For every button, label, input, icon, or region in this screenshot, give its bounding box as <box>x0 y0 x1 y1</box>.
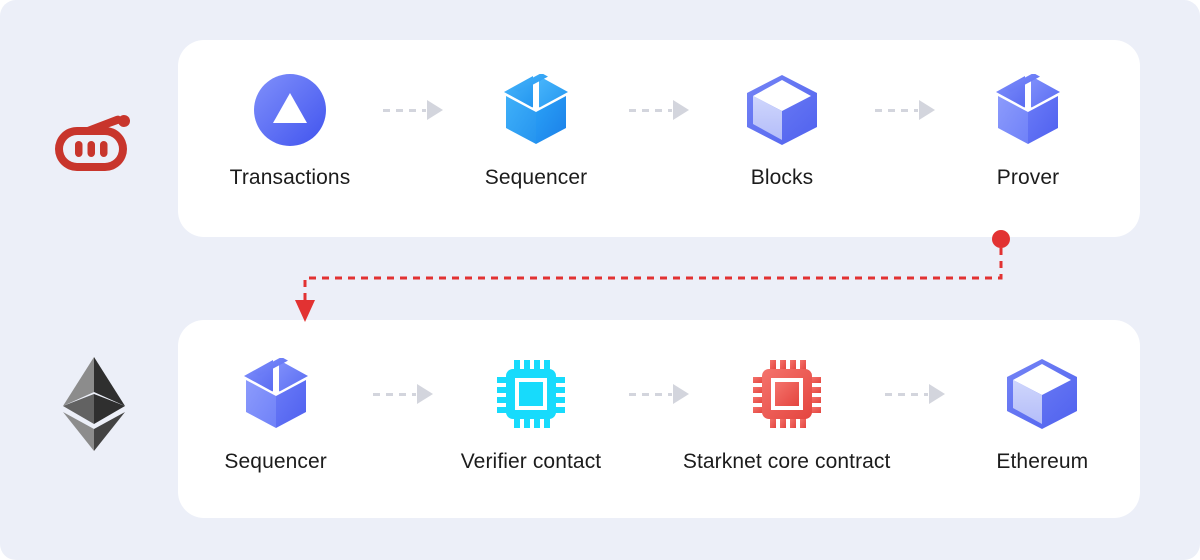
node-verifier-contact[interactable]: Verifier contact <box>433 356 628 474</box>
arrow-blocks-to-prover <box>875 72 935 148</box>
route-arrowhead-icon <box>295 300 315 322</box>
node-label: Verifier contact <box>460 450 602 473</box>
arrowhead-icon <box>673 100 689 120</box>
blue-box-icon <box>498 72 574 148</box>
arrowhead-icon <box>919 100 935 120</box>
arrow-verifier-to-core-contract <box>628 356 689 432</box>
purple-box-icon <box>990 72 1066 148</box>
node-label: Starknet core contract <box>682 450 891 473</box>
node-blocks[interactable]: Blocks <box>689 72 875 190</box>
ethereum-layer-panel <box>178 320 1140 518</box>
starknet-logo-icon <box>46 96 142 192</box>
node-sequencer-top[interactable]: Sequencer <box>443 72 629 190</box>
node-sequencer-bottom[interactable]: Sequencer <box>178 356 373 474</box>
node-label: Blocks <box>750 166 814 189</box>
purple-box-icon <box>238 356 314 432</box>
triangle-circle-icon <box>252 72 328 148</box>
dashed-line <box>373 392 417 396</box>
arrow-core-contract-to-ethereum <box>884 356 945 432</box>
node-prover[interactable]: Prover <box>935 72 1121 190</box>
node-label: Sequencer <box>484 166 588 189</box>
node-label: Transactions <box>229 166 351 189</box>
arrowhead-icon <box>417 384 434 404</box>
arrow-sequencer-to-blocks <box>629 72 689 148</box>
route-dashed-path <box>303 248 1003 302</box>
ethereum-flow-row: Sequencer <box>178 356 1140 474</box>
dashed-line <box>884 392 928 396</box>
arrowhead-icon <box>672 384 689 404</box>
node-label: Sequencer <box>224 450 327 473</box>
node-label: Ethereum <box>996 450 1089 473</box>
starknet-layer-panel <box>178 40 1140 237</box>
dashed-line <box>875 108 918 112</box>
starknet-flow-row: Transactions Sequencer <box>178 72 1140 190</box>
cube-icon <box>744 72 820 148</box>
red-chip-icon <box>749 356 825 432</box>
node-ethereum[interactable]: Ethereum <box>945 356 1140 474</box>
cyan-chip-icon <box>493 356 569 432</box>
cube-icon <box>1004 356 1080 432</box>
node-starknet-core-contract[interactable]: Starknet core contract <box>683 356 890 474</box>
arrowhead-icon <box>427 100 443 120</box>
arrowhead-icon <box>928 384 945 404</box>
ethereum-logo-icon <box>46 356 142 452</box>
node-label: Prover <box>996 166 1060 189</box>
dashed-line <box>628 392 672 396</box>
arrow-transactions-to-sequencer <box>383 72 443 148</box>
arrow-sequencer-to-verifier <box>373 356 434 432</box>
dashed-line <box>383 108 426 112</box>
dashed-line <box>629 108 672 112</box>
node-transactions[interactable]: Transactions <box>197 72 383 190</box>
